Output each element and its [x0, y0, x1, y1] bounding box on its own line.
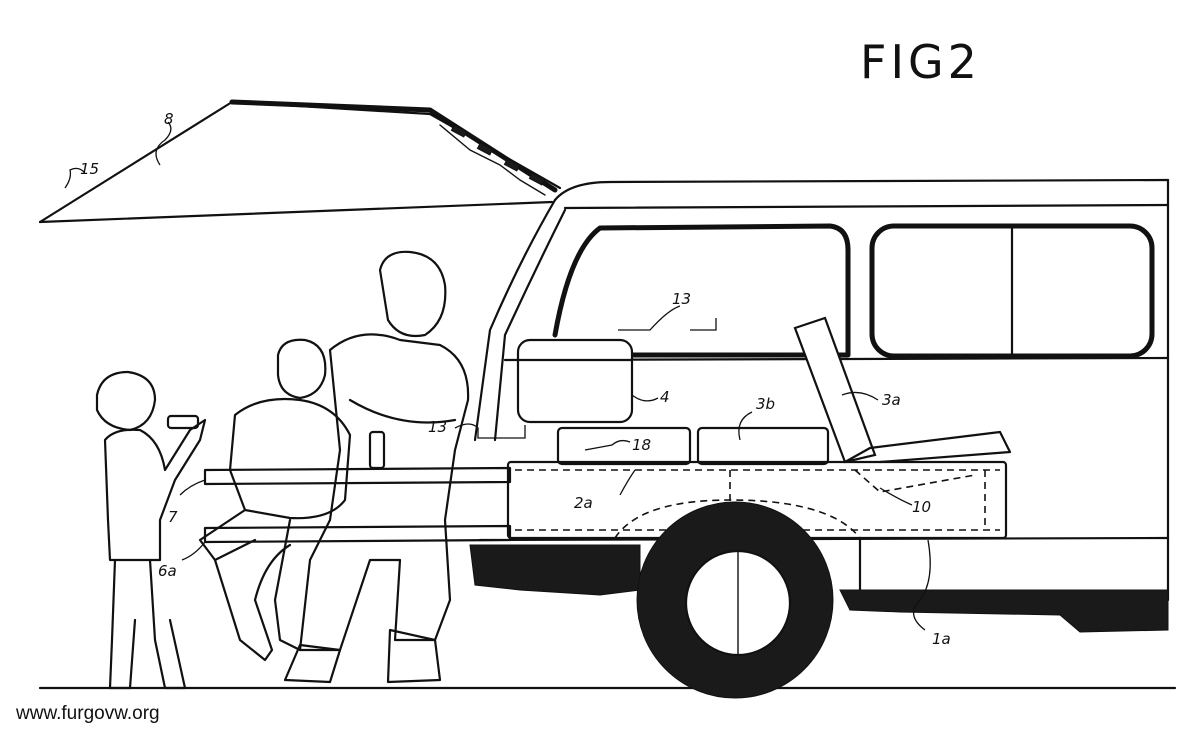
svg-text:7: 7	[168, 508, 178, 526]
storage-compartment	[556, 426, 692, 466]
label-6a: 6a	[158, 541, 206, 580]
svg-text:13: 13	[428, 418, 447, 436]
label-4: 4	[631, 388, 670, 406]
seat-back	[793, 316, 877, 464]
svg-text:3b: 3b	[756, 395, 775, 413]
watermark-text: www.furgovw.org	[15, 703, 160, 724]
bench	[203, 524, 512, 544]
label-2a: 2a	[574, 469, 636, 512]
seat-cushion	[696, 426, 830, 466]
drink-glass	[368, 430, 386, 470]
van-body	[469, 178, 1170, 633]
svg-text:4: 4	[660, 388, 670, 406]
label-7: 7	[168, 479, 206, 526]
figure-title: FIG2	[860, 35, 981, 89]
side-window	[869, 223, 1155, 359]
svg-text:18: 18	[632, 436, 651, 454]
label-3b: 3b	[738, 395, 775, 441]
label-1a: 1a	[913, 539, 951, 648]
svg-text:6a: 6a	[158, 562, 177, 580]
adult-person	[283, 250, 470, 684]
rear-window	[545, 223, 851, 358]
label-8: 8	[155, 110, 174, 166]
tailgate	[38, 99, 562, 224]
label-13-support: 13	[428, 418, 526, 439]
svg-text:8: 8	[164, 110, 174, 128]
rear-wheel	[614, 499, 861, 699]
seat-base	[843, 430, 1012, 464]
label-10: 10	[879, 487, 931, 516]
label-18: 18	[584, 436, 651, 454]
seated-child	[198, 338, 352, 662]
label-15: 15	[64, 160, 99, 189]
svg-text:3a: 3a	[882, 391, 901, 409]
cooler-box	[516, 338, 634, 424]
table-top	[203, 466, 512, 486]
svg-text:1a: 1a	[932, 630, 951, 648]
label-3a: 3a	[841, 391, 901, 409]
svg-text:15: 15	[80, 160, 99, 178]
standing-child	[95, 370, 207, 690]
svg-text:2a: 2a	[574, 494, 593, 512]
svg-text:13: 13	[672, 290, 691, 308]
label-13-window: 13	[618, 290, 717, 331]
svg-text:10: 10	[912, 498, 931, 516]
